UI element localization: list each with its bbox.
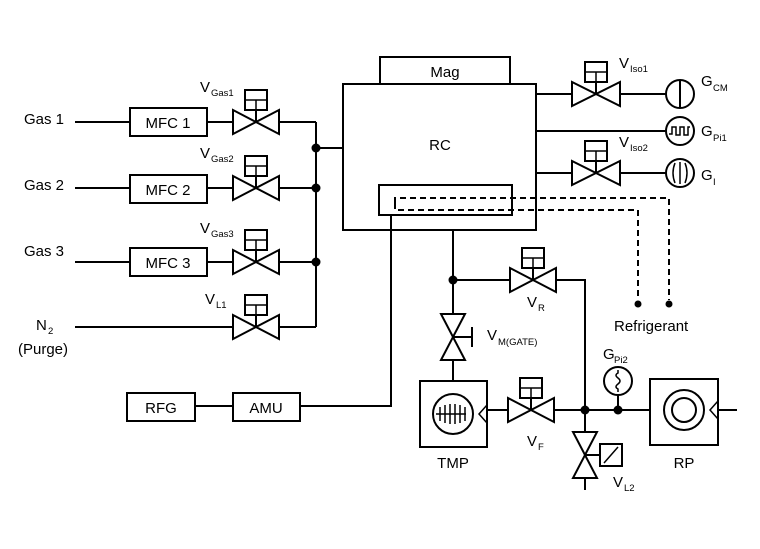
mfc-3-label: MFC 3 — [146, 255, 191, 272]
turbo-pump-label: TMP — [437, 455, 469, 472]
valve-m-gate — [439, 313, 473, 361]
gauge-pi1-line — [536, 116, 695, 146]
valve-gas3 — [232, 229, 280, 276]
gas-3-label: Gas 3 — [24, 243, 64, 260]
valve-l2-sub: L2 — [624, 483, 635, 494]
gauge-pi1-sub: Pi1 — [713, 133, 727, 144]
valve-gas3-sub: Gas3 — [211, 229, 234, 240]
rf-feed-line — [300, 215, 392, 407]
valve-m-sub: M(GATE) — [498, 337, 537, 348]
valve-iso1-label: V — [619, 55, 629, 72]
refrigerant-label: Refrigerant — [614, 318, 689, 335]
valve-gas2-label: V — [200, 145, 210, 162]
gauge-i-sub: I — [713, 177, 716, 188]
valve-l1 — [232, 294, 280, 341]
purge-gas-sub: 2 — [48, 326, 53, 337]
gas-1-label: Gas 1 — [24, 111, 64, 128]
mfc-2-label: MFC 2 — [146, 182, 191, 199]
valve-m-label: V — [487, 327, 497, 344]
valve-l2-label: V — [613, 474, 623, 491]
gauge-i-line — [536, 140, 695, 188]
matching-unit-label: AMU — [249, 400, 282, 417]
valve-l1-label: V — [205, 291, 215, 308]
purge-line: N 2 (Purge) V L1 — [18, 291, 316, 358]
valve-r-label: V — [527, 294, 537, 311]
mfc-1-label: MFC 1 — [146, 115, 191, 132]
valve-f-label: V — [527, 433, 537, 450]
gauge-cm-sub: CM — [713, 83, 728, 94]
valve-gas1-sub: Gas1 — [211, 88, 234, 99]
gauge-pi2-label: G — [603, 346, 615, 363]
valve-f — [507, 377, 555, 424]
gauge-i-label: G — [701, 167, 713, 184]
purge-gas-label: N — [36, 317, 47, 334]
pirani-gauge-2 — [603, 366, 633, 396]
valve-gas1 — [232, 89, 280, 136]
turbo-pump-box — [419, 380, 488, 448]
valve-iso1-sub: Iso1 — [630, 64, 648, 75]
gas-2-label: Gas 2 — [24, 177, 64, 194]
valve-r — [509, 247, 557, 294]
valve-gas1-label: V — [200, 79, 210, 96]
chamber-label: RC — [429, 137, 451, 154]
valve-f-sub: F — [538, 442, 544, 453]
gauge-cm-label: G — [701, 73, 713, 90]
valve-l2 — [571, 431, 623, 479]
valve-gas3-label: V — [200, 220, 210, 237]
mfc-3-box — [129, 247, 208, 277]
purge-note: (Purge) — [18, 341, 68, 358]
rotary-pump-label: RP — [674, 455, 695, 472]
gas-line-1: Gas 1 MFC 1 V Gas1 — [24, 79, 316, 137]
valve-iso2-label: V — [619, 134, 629, 151]
gauge-pi2-sub: Pi2 — [614, 355, 628, 366]
valve-iso2-sub: Iso2 — [630, 143, 648, 154]
mfc-2-box — [129, 174, 208, 204]
refrigerant-line-inner — [394, 203, 639, 300]
roughing-line — [556, 279, 586, 410]
rf-generator-label: RFG — [145, 400, 177, 417]
gas-line-2: Gas 2 MFC 2 V Gas2 — [24, 145, 316, 204]
refrigerant-line-outer — [394, 197, 670, 300]
valve-l1-sub: L1 — [216, 300, 227, 311]
magnet-label: Mag — [430, 64, 459, 81]
magnet-box — [379, 56, 511, 85]
gauge-pi1-label: G — [701, 123, 713, 140]
gauge-cm-line — [536, 61, 695, 109]
valve-gas2-sub: Gas2 — [211, 154, 234, 165]
gas-line-3: Gas 3 MFC 3 V Gas3 — [24, 220, 316, 277]
valve-r-sub: R — [538, 303, 545, 314]
valve-gas2 — [232, 155, 280, 202]
